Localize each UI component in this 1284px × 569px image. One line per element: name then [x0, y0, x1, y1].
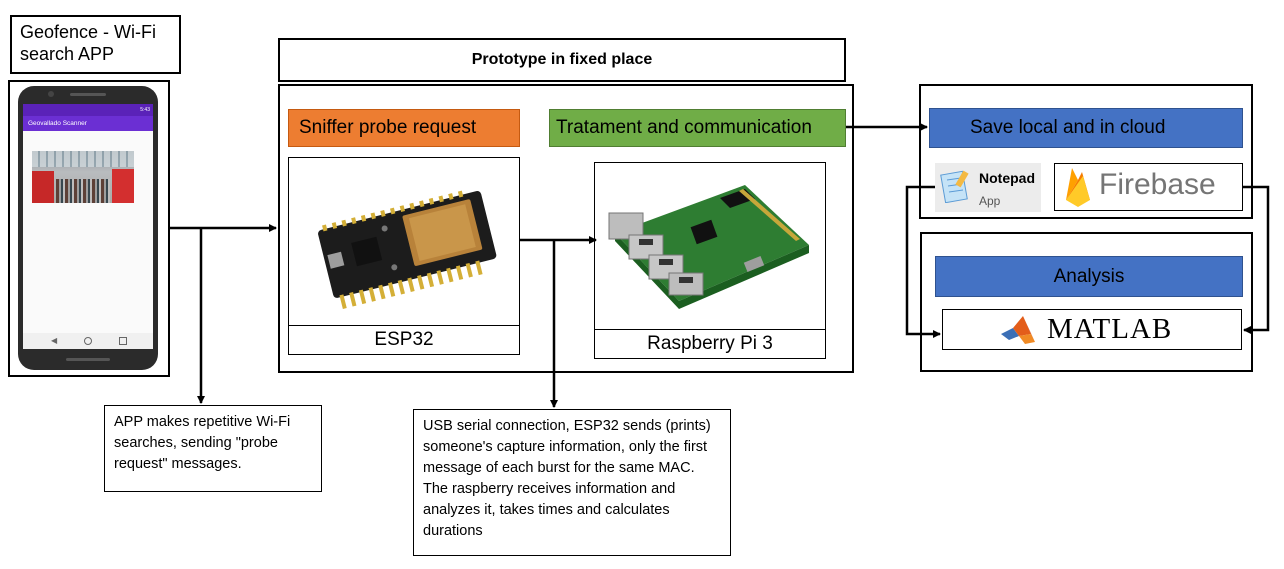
firebase-flame-icon	[1066, 168, 1090, 207]
matlab-name: MATLAB	[1047, 313, 1173, 345]
usb-note: USB serial connection, ESP32 sends (prin…	[413, 409, 731, 556]
analysis-title: Analysis	[1053, 265, 1125, 287]
phone-frame: 5:43 Geovallado Scanner ◀	[8, 80, 170, 377]
prototype-title-box: Prototype in fixed place	[278, 38, 846, 82]
sniffer-label-box: Sniffer probe request	[288, 109, 520, 147]
status-time: 5:43	[140, 107, 150, 113]
sniffer-label: Sniffer probe request	[299, 117, 477, 138]
notepad-sub: App	[979, 194, 1001, 208]
phone-title: Geofence - Wi-Fi search APP	[20, 22, 157, 64]
notepad-icon	[940, 170, 969, 203]
phone-body: 5:43 Geovallado Scanner ◀	[18, 86, 158, 370]
storage-title: Save local and in cloud	[970, 117, 1166, 138]
esp32-caption: ESP32	[374, 329, 434, 350]
treatment-label-box: Tratament and communication	[549, 109, 846, 147]
back-icon[interactable]: ◀	[51, 336, 58, 345]
firebase-tile: Firebase	[1054, 163, 1243, 211]
station-photo	[32, 151, 134, 203]
app-note-text: APP makes repetitive Wi-Fi searches, sen…	[114, 414, 291, 472]
phone-screen: 5:43 Geovallado Scanner ◀	[23, 104, 153, 349]
phone-nav-bar: ◀	[23, 333, 153, 349]
esp32-caption-box: ESP32	[288, 325, 520, 355]
home-icon[interactable]	[84, 337, 92, 345]
recents-icon[interactable]	[119, 337, 127, 345]
raspberry-pi-image	[608, 185, 809, 309]
phone-camera-icon	[48, 91, 54, 97]
prototype-title: Prototype in fixed place	[471, 51, 653, 68]
analysis-container	[920, 232, 1253, 372]
usb-note-text: USB serial connection, ESP32 sends (prin…	[423, 418, 711, 539]
rpi-image-box	[594, 162, 826, 330]
notepad-tile: Notepad App	[935, 163, 1041, 212]
esp32-board-image	[318, 190, 497, 309]
phone-title-box: Geofence - Wi-Fi search APP	[10, 15, 181, 74]
notepad-name: Notepad	[979, 170, 1035, 186]
rpi-caption-box: Raspberry Pi 3	[594, 329, 826, 359]
app-bar-title: Geovallado Scanner	[28, 120, 87, 127]
phone-app-bar[interactable]: Geovallado Scanner	[23, 116, 153, 131]
firebase-name: Firebase	[1099, 168, 1216, 201]
app-note: APP makes repetitive Wi-Fi searches, sen…	[104, 405, 322, 492]
phone-status-bar: 5:43	[23, 104, 153, 116]
phone-speaker	[70, 93, 106, 96]
treatment-label: Tratament and communication	[556, 117, 812, 138]
matlab-tile: MATLAB	[942, 309, 1242, 350]
matlab-logo-icon	[1001, 316, 1035, 344]
phone-chin	[66, 358, 110, 361]
storage-title-box: Save local and in cloud	[929, 108, 1243, 148]
esp32-image-box	[288, 157, 520, 326]
analysis-title-box: Analysis	[935, 256, 1243, 297]
rpi-caption: Raspberry Pi 3	[647, 333, 773, 354]
